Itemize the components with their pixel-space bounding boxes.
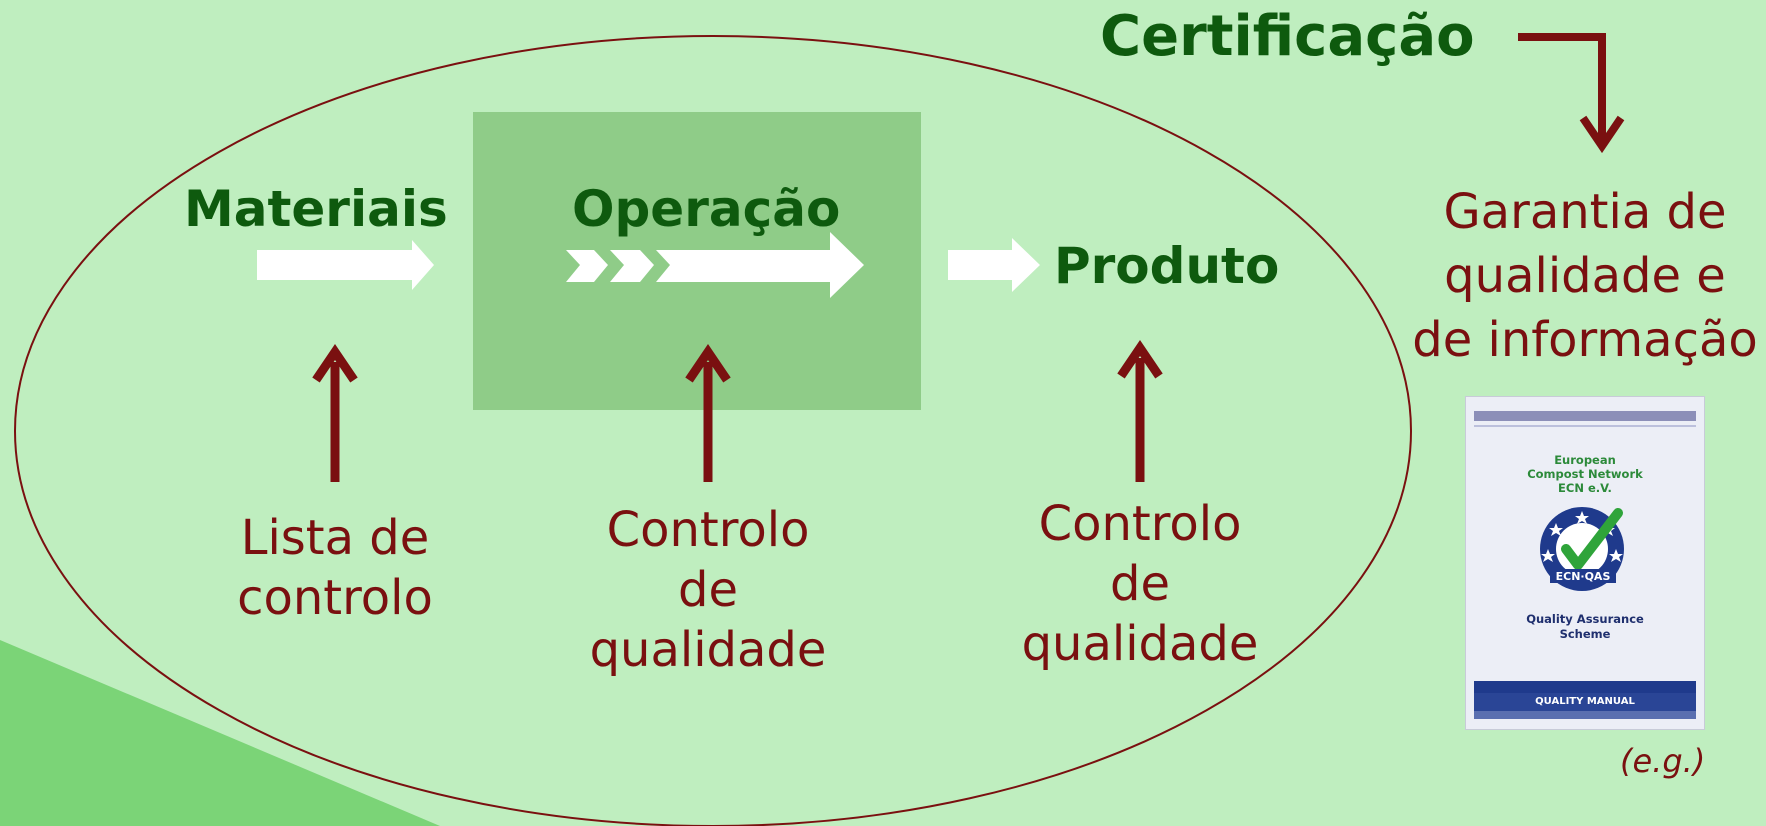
product-arrow	[948, 238, 1040, 292]
product-qc-line-2: de	[1110, 556, 1170, 612]
card-scheme-line-2: Scheme	[1559, 627, 1611, 641]
operation-qc-arrow	[685, 343, 731, 482]
card-org-line-2: Compost Network	[1527, 467, 1643, 481]
operation-qc-line-1: Controlo	[606, 502, 810, 558]
ecn-qas-logo-text: ECN·QAS	[1556, 570, 1611, 583]
card-org-name: European Compost Network ECN e.V.	[1466, 453, 1704, 495]
operation-qc-label: Controlo de qualidade	[578, 500, 838, 680]
ecn-qas-logo: ECN·QAS	[1540, 507, 1624, 591]
guarantee-line-2: qualidade e	[1444, 248, 1726, 304]
operation-qc-line-3: qualidade	[589, 622, 827, 678]
product-qc-line-3: qualidade	[1021, 616, 1259, 672]
checklist-arrow	[312, 343, 358, 482]
product-qc-line-1: Controlo	[1038, 496, 1242, 552]
operation-qc-line-2: de	[678, 562, 738, 618]
checklist-label: Lista de controlo	[210, 508, 460, 628]
checklist-line-2: controlo	[237, 570, 433, 626]
process-ellipse	[14, 35, 1412, 826]
guarantee-text: Garantia de qualidade e de informação	[1410, 180, 1760, 372]
guarantee-line-3: de informação	[1412, 312, 1758, 368]
card-manual-label: QUALITY MANUAL	[1474, 693, 1696, 711]
card-band-top	[1474, 681, 1696, 693]
operation-label: Operação	[572, 180, 841, 238]
guarantee-line-1: Garantia de	[1443, 184, 1727, 240]
card-org-line-3: ECN e.V.	[1558, 481, 1612, 495]
product-qc-label: Controlo de qualidade	[1010, 494, 1270, 674]
card-top-line	[1474, 425, 1696, 427]
materials-label: Materiais	[184, 180, 448, 238]
operation-chevron-1	[566, 250, 608, 282]
materials-arrow	[257, 240, 434, 290]
product-qc-arrow	[1117, 339, 1163, 482]
card-scheme: Quality Assurance Scheme	[1466, 612, 1704, 642]
card-top-bar	[1474, 411, 1696, 421]
card-org-line-1: European	[1554, 453, 1616, 467]
card-scheme-line-1: Quality Assurance	[1526, 612, 1644, 626]
card-band-bottom	[1474, 711, 1696, 719]
example-note: (e.g.)	[1620, 742, 1706, 780]
checklist-line-1: Lista de	[240, 510, 430, 566]
certification-title: Certificação	[1100, 4, 1475, 69]
operation-arrow	[656, 232, 864, 298]
certification-arrow	[1518, 33, 1625, 154]
product-label: Produto	[1054, 237, 1280, 295]
quality-manual-image: European Compost Network ECN e.V. ECN·QA…	[1465, 396, 1705, 730]
operation-chevron-2	[610, 250, 654, 282]
